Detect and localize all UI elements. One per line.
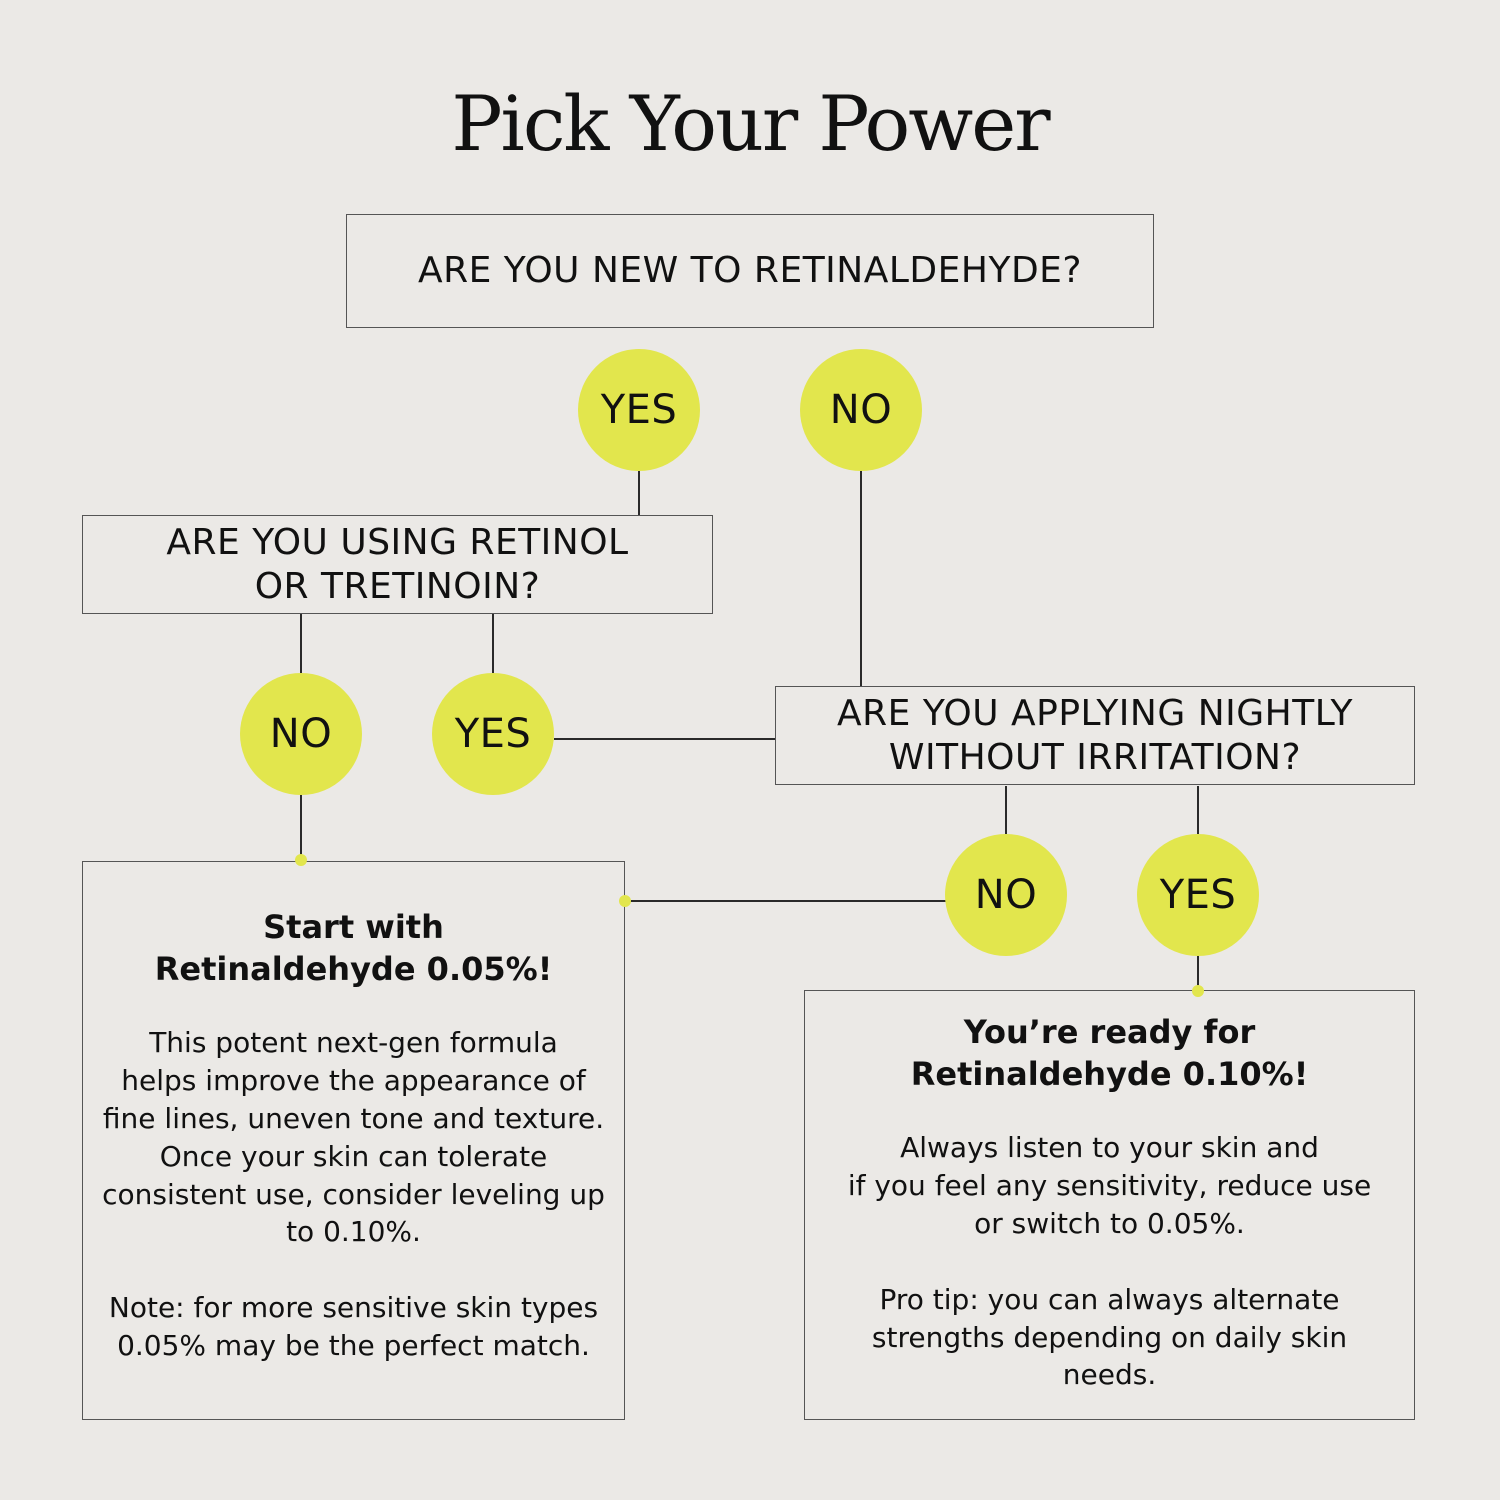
- page-title: Pick Your Power: [451, 79, 1050, 168]
- answer-no-retinol: NO: [240, 673, 362, 795]
- connector-dot-ready-top: [1192, 985, 1204, 997]
- connector-no3-to-start: [626, 900, 946, 902]
- result-ready-title: You’re ready for Retinaldehyde 0.10%!: [910, 1013, 1309, 1094]
- connector-no1-to-nightly: [860, 470, 862, 686]
- connector-retinol-to-no2: [300, 614, 302, 673]
- answer-yes-nightly: YES: [1137, 834, 1259, 956]
- question-applying-nightly: ARE YOU APPLYING NIGHTLY WITHOUT IRRITAT…: [775, 686, 1415, 785]
- question-applying-nightly-label: ARE YOU APPLYING NIGHTLY WITHOUT IRRITAT…: [837, 693, 1353, 778]
- result-start-body: This potent next-gen formula helps impro…: [102, 1026, 605, 1249]
- answer-no-new: NO: [800, 349, 922, 471]
- connector-yes3-to-ready: [1197, 955, 1199, 988]
- question-new-to-retinaldehyde: ARE YOU NEW TO RETINALDEHYDE?: [346, 214, 1154, 328]
- question-using-retinol-label: ARE YOU USING RETINOL OR TRETINOIN?: [166, 522, 629, 607]
- result-start-note: Note: for more sensitive skin types 0.05…: [108, 1291, 599, 1363]
- connector-yes1-to-retinol: [638, 470, 640, 515]
- connector-nightly-to-yes3: [1197, 786, 1199, 834]
- result-ready-tip: Pro tip: you can always alternate streng…: [871, 1282, 1348, 1392]
- result-start-title: Start with Retinaldehyde 0.05%!: [154, 908, 553, 989]
- connector-nightly-to-no3: [1005, 786, 1007, 834]
- result-ready-0-10: You’re ready for Retinaldehyde 0.10%! Al…: [804, 990, 1415, 1420]
- connector-yes2-to-nightly: [554, 738, 776, 740]
- answer-yes-new: YES: [578, 349, 700, 471]
- question-new-to-retinaldehyde-label: ARE YOU NEW TO RETINALDEHYDE?: [417, 250, 1083, 292]
- question-using-retinol: ARE YOU USING RETINOL OR TRETINOIN?: [82, 515, 713, 614]
- result-ready-body: Always listen to your skin and if you fe…: [847, 1131, 1372, 1241]
- connector-dot-start-right: [619, 895, 631, 907]
- connector-no2-to-start: [300, 795, 302, 858]
- answer-no-nightly: NO: [945, 834, 1067, 956]
- connector-retinol-to-yes2: [492, 614, 494, 673]
- answer-yes-retinol: YES: [432, 673, 554, 795]
- result-start-0-05: Start with Retinaldehyde 0.05%! This pot…: [82, 861, 625, 1420]
- connector-dot-start-top: [295, 854, 307, 866]
